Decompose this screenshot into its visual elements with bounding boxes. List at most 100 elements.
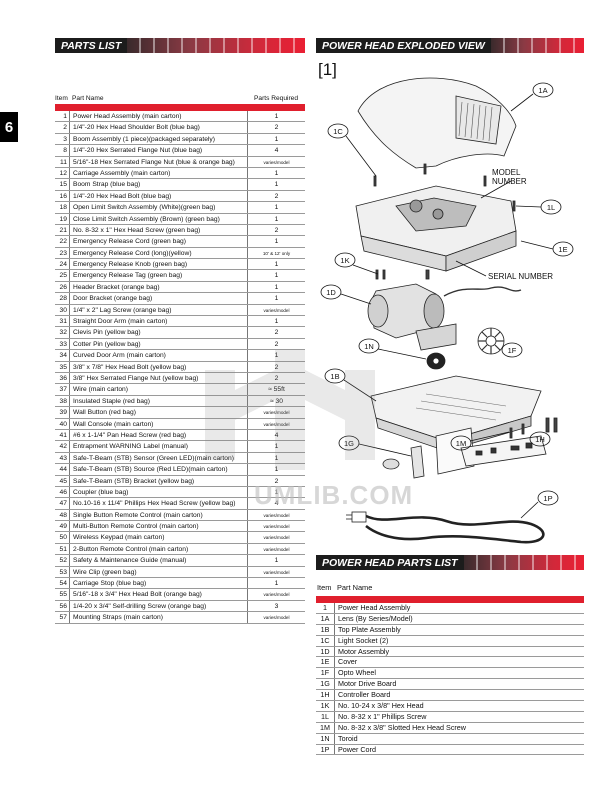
callout-label-1C: 1C xyxy=(333,127,343,136)
figure-label: [1] xyxy=(318,60,337,79)
part-name: Door Bracket (orange bag) xyxy=(69,293,247,304)
part-name: Carriage Assembly (main carton) xyxy=(69,167,247,179)
item-number: 36 xyxy=(59,374,67,382)
item-number: 2 xyxy=(63,124,67,132)
parts-required: 1 xyxy=(247,133,305,145)
item-number: 22 xyxy=(59,238,67,246)
parts-required: 2 xyxy=(247,190,305,202)
motor-drive-board xyxy=(435,427,475,475)
part-name: 1/4"-20 Hex Head Bolt (blue bag) xyxy=(69,190,247,202)
part-name: Insulated Staple (red bag) xyxy=(69,395,247,407)
item-number: 42 xyxy=(59,443,67,451)
parts-required: 1 xyxy=(247,259,305,270)
part-name: Wireless Keypad (main carton) xyxy=(69,532,247,543)
part-name: Cover xyxy=(334,657,584,668)
item-number: 50 xyxy=(59,534,67,542)
item-number: 33 xyxy=(59,340,67,348)
part-name: Clevis Pin (yellow bag) xyxy=(69,327,247,338)
item-number: 24 xyxy=(59,261,67,269)
part-name: Opto Wheel xyxy=(334,668,584,679)
parts-required: 1 xyxy=(247,281,305,293)
item-number: 12 xyxy=(59,169,67,177)
part-name: Emergency Release Tag (green bag) xyxy=(69,270,247,281)
parts-required: varies/model xyxy=(247,612,305,623)
parts-required: 1 xyxy=(247,293,305,304)
item-number: 56 xyxy=(59,602,67,610)
model-number-label-line1: MODEL xyxy=(492,168,521,177)
parts-required: 1 xyxy=(247,270,305,281)
part-name: Emergency Release Knob (green bag) xyxy=(69,259,247,270)
table-row: 41#6 x 1-1/4" Pan Head Screw (red bag)4 xyxy=(55,429,305,442)
item-number: 43 xyxy=(59,454,67,462)
part-name: Entrapment WARNING Label (manual) xyxy=(69,441,247,452)
part-name: 5/16"-18 Hex Serrated Flange Nut (blue &… xyxy=(69,156,247,167)
item-number: 1F xyxy=(320,668,330,678)
item-number: 52 xyxy=(59,557,67,565)
callout-label-1B: 1B xyxy=(330,372,339,381)
part-name: Safe-T-Beam (STB) Sensor (Green LED)(mai… xyxy=(69,452,247,464)
item-number: 16 xyxy=(59,192,67,200)
item-number: 15 xyxy=(59,181,67,189)
part-name: Top Plate Assembly xyxy=(334,624,584,635)
power-head-parts-red-bar xyxy=(316,596,584,603)
part-name: No. 8-32 x 3/8" Slotted Hex Head Screw xyxy=(334,722,584,733)
part-name: Boom Assembly (1 piece)(packaged separat… xyxy=(69,133,247,145)
parts-required: varies/model xyxy=(247,304,305,316)
parts-required: 1 xyxy=(247,167,305,179)
item-number: 21 xyxy=(59,226,67,234)
item-number: 53 xyxy=(59,568,67,576)
parts-required: 1 xyxy=(247,179,305,190)
parts-required: 1 xyxy=(247,111,305,122)
part-name: Emergency Release Cord (long)(yellow) xyxy=(69,247,247,259)
table-row: 1F Opto Wheel xyxy=(316,668,584,680)
item-number: 45 xyxy=(59,477,67,485)
part-name: 1/4"-20 Hex Head Shoulder Bolt (blue bag… xyxy=(69,122,247,133)
callout-label-1K: 1K xyxy=(340,256,349,265)
power-head-exploded-diagram: 1A 1C 1L 1E 1K 1D 1F 1N 1B 1G 1M 1H 1P M… xyxy=(320,77,574,544)
item-number: 55 xyxy=(59,591,67,599)
callout-1K xyxy=(334,252,356,268)
callout-label-1E: 1E xyxy=(558,245,567,254)
ph-col-part-name: Part Name xyxy=(337,582,373,592)
callout-1M xyxy=(450,435,472,451)
part-name: Close Limit Switch Assembly (Brown) (gre… xyxy=(69,213,247,224)
parts-required: ≈ 30 xyxy=(247,395,305,407)
item-number: 51 xyxy=(59,545,67,553)
item-number: 1G xyxy=(320,679,330,689)
part-name: Boom Strap (blue bag) xyxy=(69,179,247,190)
parts-required: 3 xyxy=(247,600,305,612)
item-number: 1B xyxy=(320,624,330,634)
part-name: 3/8" Hex Serrated Flange Nut (yellow bag… xyxy=(69,372,247,384)
item-number: 1A xyxy=(320,613,330,623)
part-name: Power Head Assembly xyxy=(334,603,584,613)
parts-required: 1 xyxy=(247,213,305,224)
parts-required: 1 xyxy=(247,316,305,327)
parts-required: 1 xyxy=(247,555,305,566)
callout-1C xyxy=(327,123,349,139)
item-number: 57 xyxy=(59,614,67,622)
callout-1D xyxy=(320,284,342,300)
controller-board xyxy=(460,435,547,467)
item-number: 26 xyxy=(59,283,67,291)
parts-required: 2 xyxy=(247,327,305,338)
parts-required: 10' & 12' only xyxy=(247,247,305,259)
parts-required: varies/model xyxy=(247,509,305,521)
